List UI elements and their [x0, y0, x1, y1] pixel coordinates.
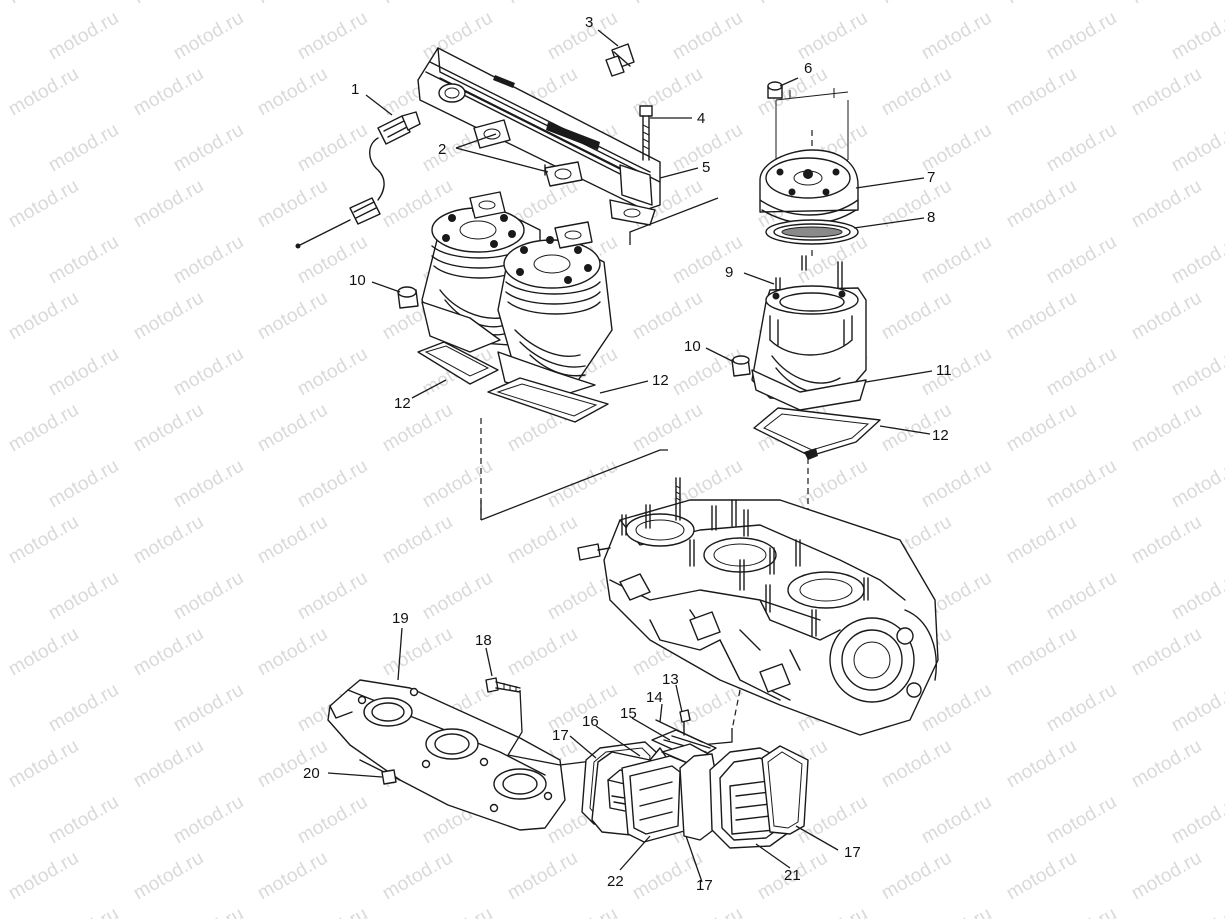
cylinder [751, 285, 867, 411]
reed-stop [655, 719, 703, 743]
callout-18: 18 [475, 632, 492, 649]
cap-nut-left [397, 286, 419, 309]
callout-7: 7 [927, 169, 935, 186]
reed-screw [679, 709, 691, 736]
water-manifold [417, 47, 661, 226]
callout-13: 13 [662, 671, 679, 688]
callout-17-left: 17 [552, 727, 569, 744]
callout-10-left: 10 [349, 272, 366, 289]
sensor [295, 111, 421, 249]
callout-6: 6 [804, 60, 812, 77]
callout-21: 21 [784, 867, 801, 884]
cap-nut-right [731, 355, 751, 377]
intake-gasket-right [761, 745, 809, 835]
callout-labels: 1 2 3 4 5 6 7 8 9 10 10 11 12 12 12 13 1… [303, 14, 952, 894]
cylinder-pair-left [421, 191, 613, 397]
callout-20: 20 [303, 765, 320, 782]
callout-22: 22 [607, 873, 624, 890]
intake-manifold [327, 679, 566, 831]
nut-20 [381, 769, 397, 785]
callout-3: 3 [585, 14, 593, 31]
cylinder-head [759, 149, 859, 225]
callout-9: 9 [725, 264, 733, 281]
callout-17-right: 17 [844, 844, 861, 861]
callout-8: 8 [927, 209, 935, 226]
callout-12-right: 12 [932, 427, 949, 444]
manifold-gasket [473, 119, 583, 187]
bolt [639, 105, 653, 161]
callout-19: 19 [392, 610, 409, 627]
callout-4: 4 [697, 110, 705, 127]
head-nut [767, 81, 783, 99]
callout-1: 1 [351, 81, 359, 98]
fitting [605, 43, 635, 77]
callout-5: 5 [702, 159, 710, 176]
leader-lines [327, 29, 933, 883]
callout-16: 16 [582, 713, 599, 730]
bolt-18 [485, 677, 521, 693]
callout-17-bottom: 17 [696, 877, 713, 894]
base-gasket-right [753, 407, 881, 460]
callout-10-right: 10 [684, 338, 701, 355]
callout-12-left: 12 [394, 395, 411, 412]
callout-14: 14 [646, 689, 663, 706]
base-gasket-left [417, 341, 609, 423]
callout-15: 15 [620, 705, 637, 722]
callout-2: 2 [438, 141, 446, 158]
callout-11: 11 [936, 362, 952, 379]
callout-12-middle: 12 [652, 372, 669, 389]
head-o-ring [765, 219, 859, 245]
crankcase [577, 477, 939, 736]
